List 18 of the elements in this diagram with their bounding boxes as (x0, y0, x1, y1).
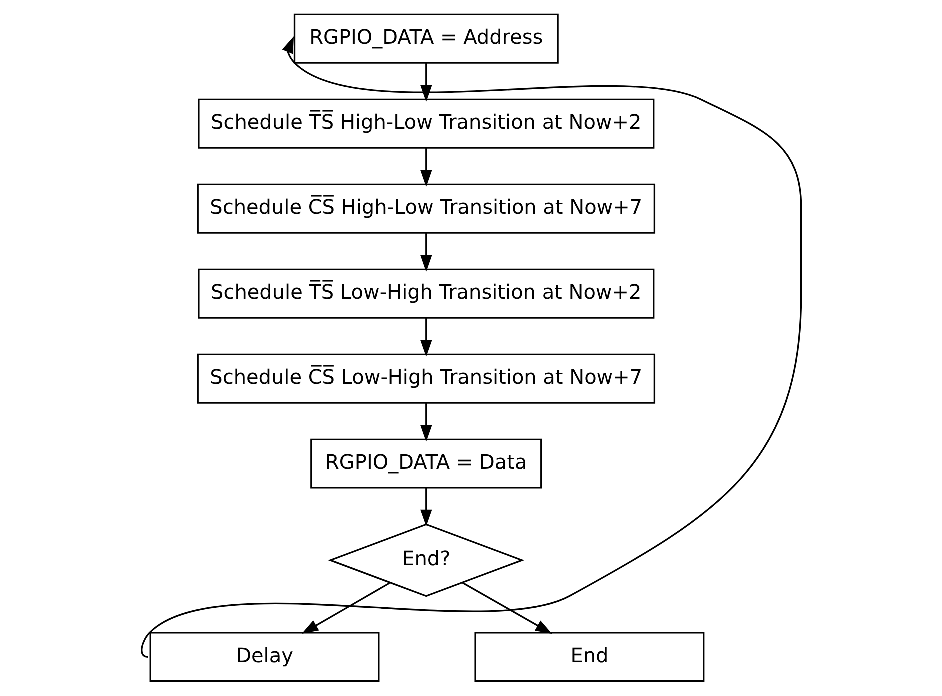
arrow (420, 318, 432, 358)
node-box: RGPIO_DATA = Data (310, 438, 542, 489)
arrow (420, 233, 432, 272)
arrow (462, 582, 552, 634)
arrow (142, 36, 802, 658)
arrow (301, 582, 390, 634)
node-box: Schedule C̅S̅ Low-High Transition at Now+7 (196, 354, 656, 404)
node-box: Delay (149, 632, 380, 682)
arrow (420, 63, 432, 102)
node-box: Schedule T̅S̅ High-Low Transition at Now+2 (198, 98, 654, 149)
node-box: Schedule T̅S̅ Low-High Transition at Now+2 (198, 268, 654, 319)
arrow (420, 403, 432, 442)
node-box: RGPIO_DATA = Address (293, 14, 558, 64)
arrow (420, 148, 432, 188)
node-diamond: End? (328, 524, 524, 598)
arrow (420, 488, 432, 527)
node-box: End (474, 632, 704, 682)
node-box: Schedule C̅S̅ High-Low Transition at Now+7 (196, 184, 656, 234)
